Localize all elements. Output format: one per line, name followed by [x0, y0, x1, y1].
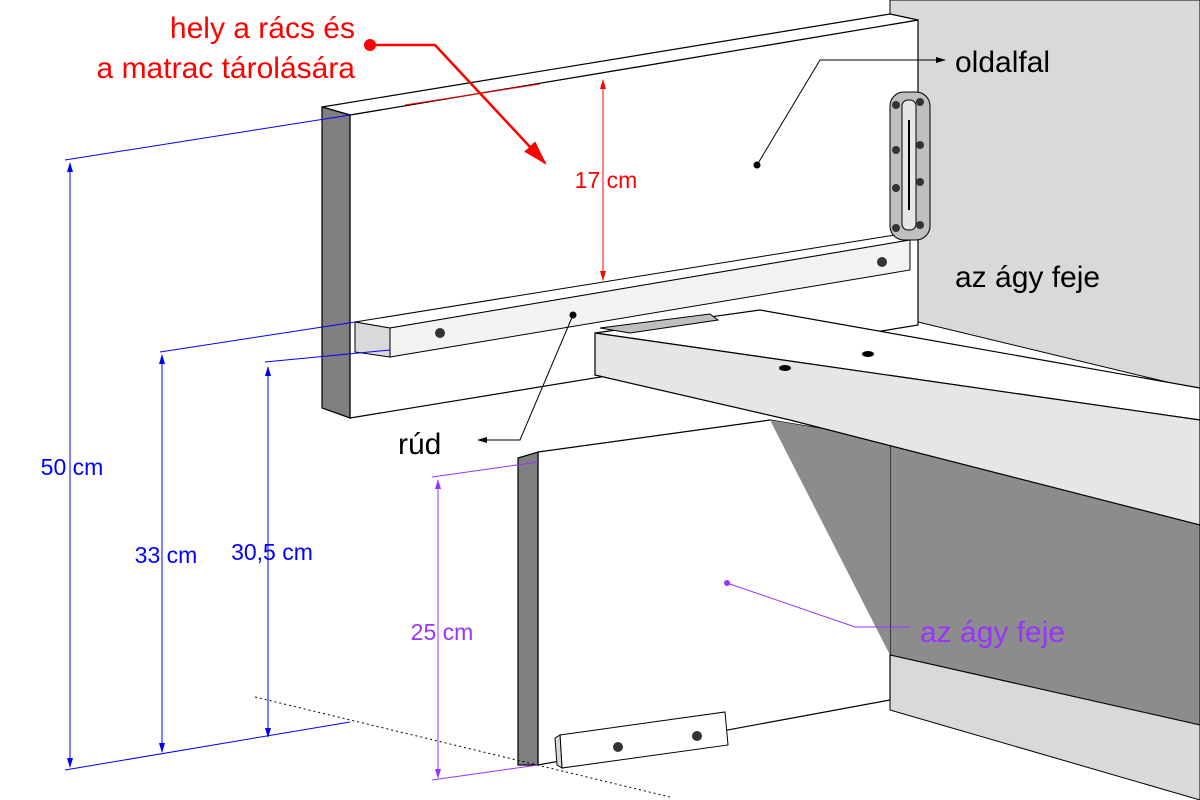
hinge-fitting — [889, 91, 931, 241]
lower-headboard — [517, 419, 891, 766]
dim-50cm: 50 cm — [41, 454, 104, 480]
side-wall-label: oldalfal — [955, 46, 1050, 79]
floor-line — [254, 696, 671, 798]
bottom-block — [554, 711, 729, 769]
rod — [354, 234, 911, 358]
red-dimensions — [364, 39, 606, 281]
rod-label: rúd — [398, 428, 441, 461]
purple-dimensions — [431, 461, 910, 781]
leaders — [477, 57, 946, 443]
screw-icon — [435, 328, 445, 338]
headboard-top-label: az ágy feje — [955, 261, 1100, 294]
dim-33cm: 33 cm — [135, 542, 198, 568]
blue-dimensions — [64, 114, 391, 771]
headboard-bottom-label: az ágy feje — [920, 616, 1065, 649]
storage-label-line1: hely a rács és — [170, 12, 355, 45]
dim-17cm: 17 cm — [575, 167, 638, 193]
bracket — [599, 313, 720, 334]
dim-30-5cm: 30,5 cm — [231, 539, 313, 565]
storage-label-line2: a matrac tárolására — [97, 52, 356, 85]
bed-slat-beam — [594, 309, 1200, 526]
dim-25cm: 25 cm — [411, 619, 474, 645]
screw-icon — [877, 257, 887, 267]
